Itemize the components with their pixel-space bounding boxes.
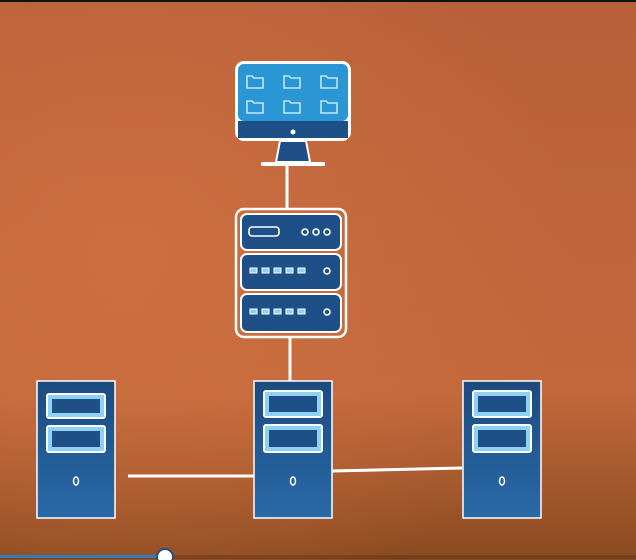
video-progress-bar[interactable] — [0, 548, 636, 560]
link-tower-center-right — [331, 466, 463, 473]
top-edge — [0, 0, 636, 2]
folder-icons — [246, 75, 338, 114]
tower-server-left-icon — [36, 380, 116, 519]
monitor-with-folders-icon — [235, 61, 351, 166]
server-rack-icon — [234, 207, 348, 339]
progress-fill — [0, 555, 165, 558]
progress-track[interactable] — [0, 555, 636, 559]
tower-server-right-icon — [462, 380, 542, 519]
connectors — [128, 166, 463, 478]
progress-scrubber-handle[interactable] — [156, 548, 174, 560]
tower-server-center-icon — [253, 380, 333, 519]
